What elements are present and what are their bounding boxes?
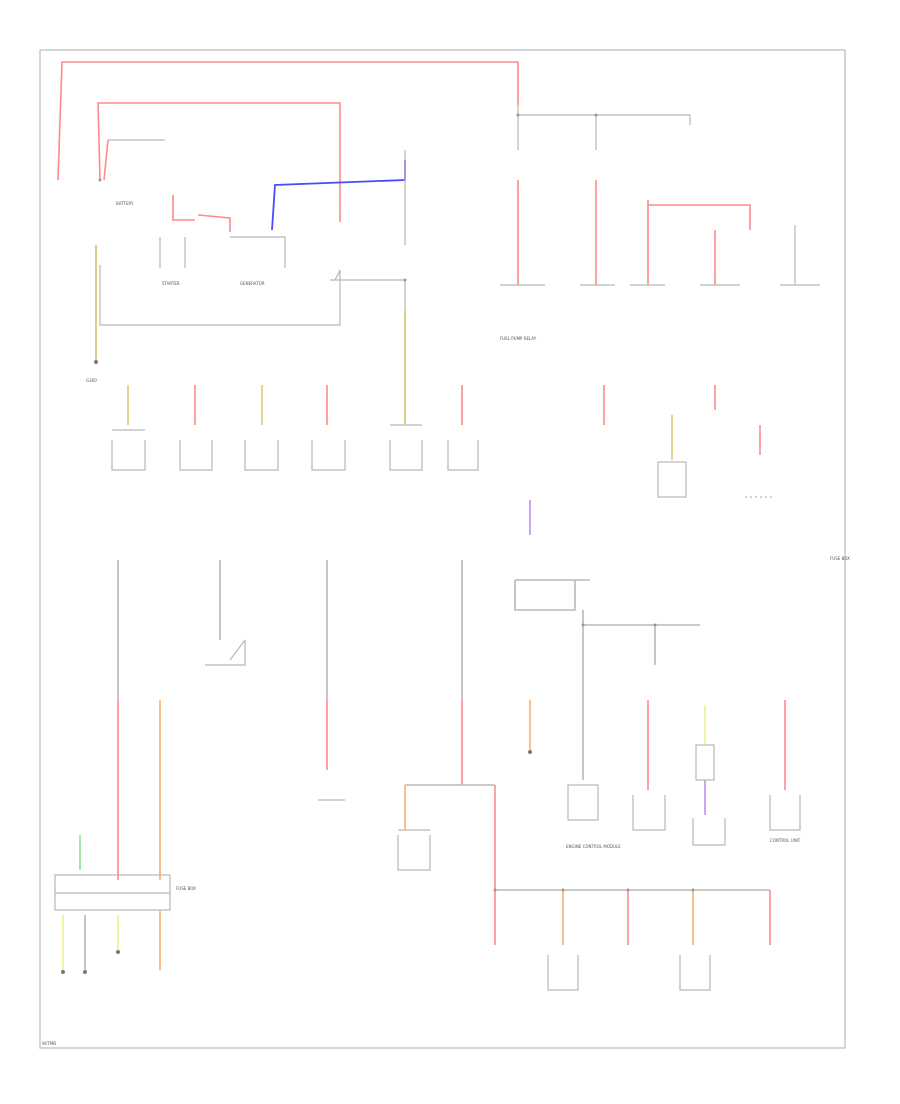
generator-blue-wire bbox=[271, 160, 406, 231]
battery-label: BATTERY bbox=[116, 201, 134, 206]
lower-left-components bbox=[54, 639, 431, 911]
ground-point bbox=[116, 950, 120, 954]
fuel-pump-relay-label: FUEL PUMP RELAY bbox=[500, 336, 537, 341]
footnote-label: W/TMB bbox=[42, 1041, 56, 1046]
ground-wires-top bbox=[99, 105, 820, 326]
control-unit-label: CONTROL UNIT bbox=[770, 838, 801, 843]
row2-component-boxes bbox=[111, 424, 775, 498]
engine-control-module-label: ENGINE CONTROL MODULE bbox=[566, 844, 621, 849]
starter-label: STARTER bbox=[162, 281, 180, 286]
fuse-box-left-label: FUSE BOX bbox=[830, 556, 850, 561]
lower-right-components bbox=[547, 744, 801, 991]
connector-markers bbox=[98, 113, 695, 892]
ground-label: G300 bbox=[86, 378, 97, 383]
lower-left-wires bbox=[62, 560, 531, 970]
fuse-box-label: FUSE BOX bbox=[176, 886, 196, 891]
lower-right-wires bbox=[495, 579, 786, 945]
row2-connectors bbox=[127, 385, 761, 535]
battery-feed-wires bbox=[57, 61, 751, 285]
ground-point bbox=[83, 970, 87, 974]
ground-point bbox=[94, 360, 98, 364]
ground-point bbox=[528, 750, 532, 754]
generator-label: GENERATOR bbox=[240, 281, 265, 286]
ground-point bbox=[61, 970, 65, 974]
diagram-frame bbox=[39, 49, 846, 1049]
